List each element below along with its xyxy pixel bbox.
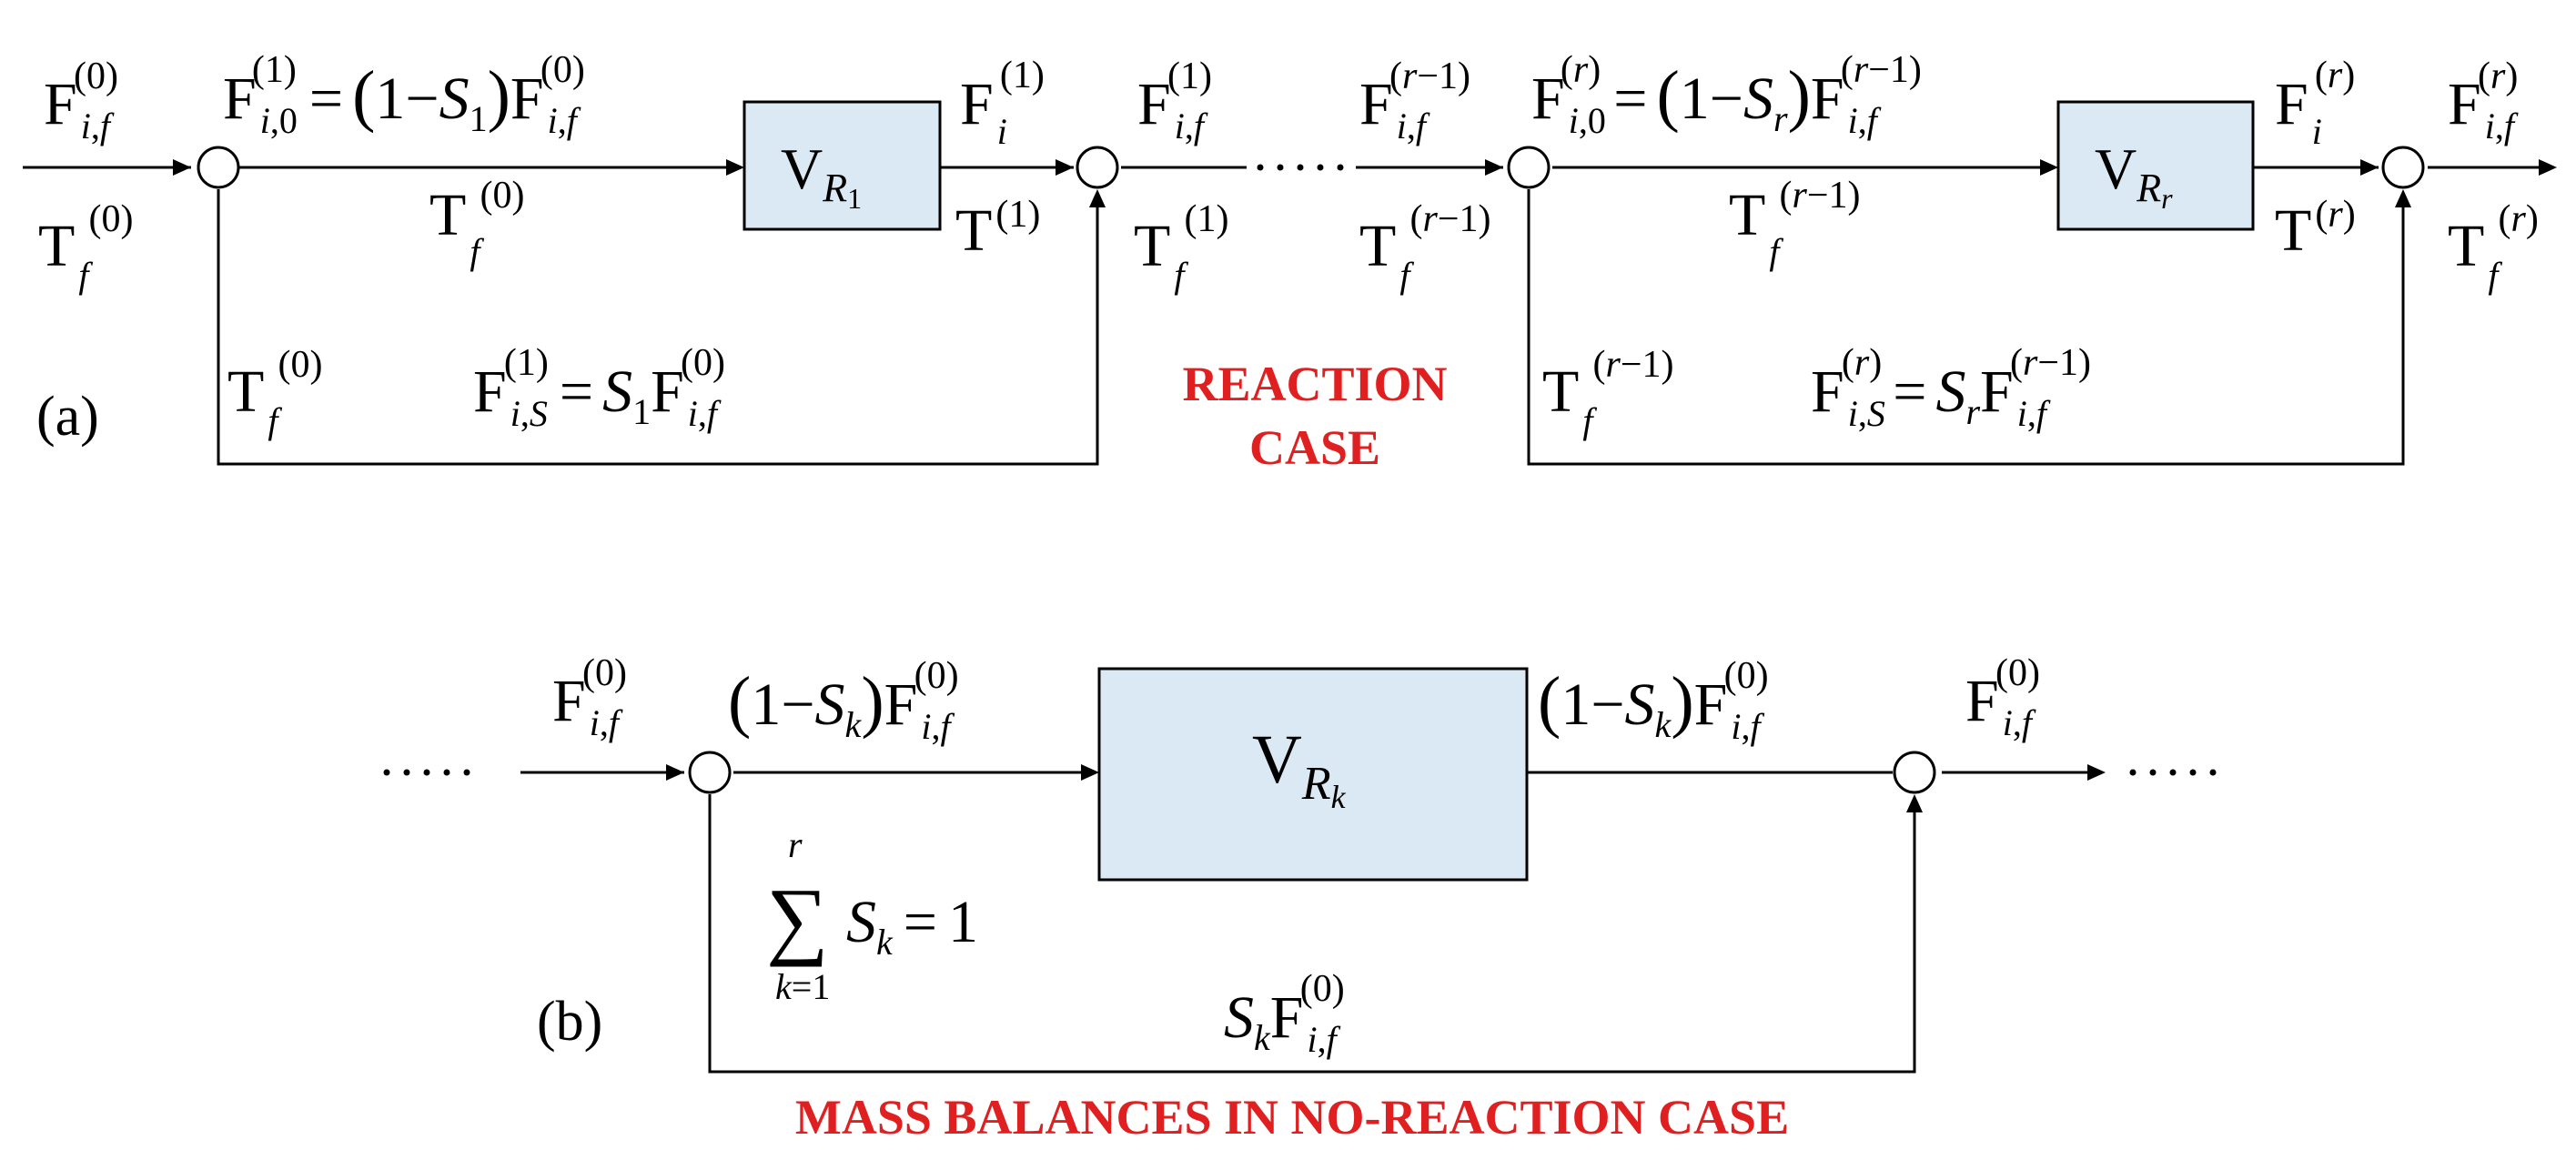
splitr-temp-label: Tf(r−1) <box>1729 175 1861 272</box>
panel-a-arrowheads <box>173 159 2557 207</box>
panel-a-continuation-dots <box>1257 164 1344 171</box>
reactor1-out-temp-label: T(1) <box>955 194 1040 264</box>
panel-b-continuation-dots-right <box>2129 769 2217 776</box>
sum-constraint: r ∑ k=1 Sk=1 <box>766 824 978 1007</box>
panel-b-label: (b) <box>537 991 602 1053</box>
panel-b-continuation-dots-left <box>383 769 470 776</box>
reactorr-out-temp-label: T(r) <box>2275 194 2356 264</box>
reactor-r-box <box>2056 100 2255 231</box>
splitter-node-1 <box>197 146 240 189</box>
mixer-node-1 <box>1076 146 1119 189</box>
reactor-1-box <box>742 100 942 231</box>
reactor-k-box <box>1097 667 1529 882</box>
panel-a-label: (a) <box>36 386 99 448</box>
reaction-case-title-line2: CASE <box>1249 420 1380 475</box>
svg-text:r: r <box>788 824 803 865</box>
panel-a-flow-lines <box>23 166 2543 466</box>
mixer-node-r <box>2381 146 2425 189</box>
svg-text:Sk=1: Sk=1 <box>846 889 978 963</box>
split1-temp-label: Tf(0) <box>429 175 524 272</box>
panel-b-arrowheads <box>666 764 2106 812</box>
svg-text:∑: ∑ <box>766 870 828 967</box>
svg-text:k=1: k=1 <box>775 966 830 1007</box>
mixer-node-k <box>1893 751 1936 794</box>
splitter-node-k <box>688 751 732 794</box>
panel-b-flow-lines <box>520 771 2091 1074</box>
no-reaction-case-title: MASS BALANCES IN NO-REACTION CASE <box>795 1090 1789 1145</box>
splitter-node-r <box>1507 146 1551 189</box>
reaction-case-title-line1: REACTION <box>1182 357 1447 411</box>
